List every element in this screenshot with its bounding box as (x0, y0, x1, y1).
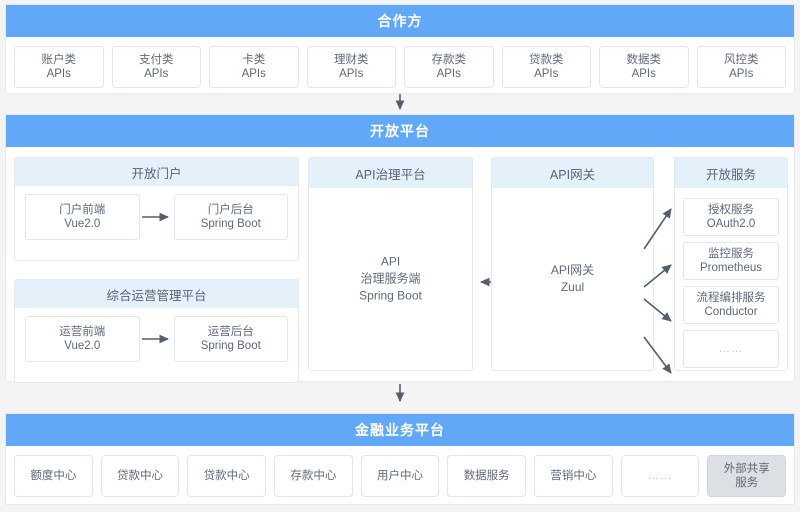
arrow-platform-to-business (395, 384, 405, 402)
business-center-chip[interactable]: 存款中心 (274, 455, 353, 497)
partner-api-category: 账户类 (41, 54, 77, 66)
open-service-item[interactable]: 流程编排服务 Conductor (683, 286, 779, 324)
business-center-chip[interactable]: 用户中心 (360, 455, 440, 497)
api-gateway-line-2: Zuul (560, 280, 585, 294)
business-center-label: 额度中心 (30, 470, 77, 482)
portal-frontend-label: 门户前端 (59, 203, 106, 216)
business-center-label: 贷款中心 (203, 470, 250, 482)
partner-api-suffix: APIs (241, 68, 266, 80)
partner-api-chip[interactable]: 数据类 APIs (599, 46, 689, 88)
open-service-name: 流程编排服务 (696, 292, 766, 304)
portal-backend-label: 门户后台 (207, 203, 254, 216)
ops-frontend-node[interactable]: 运营前端 Vue2.0 (25, 316, 140, 362)
open-services-title: 开放服务 (675, 158, 787, 188)
ops-arrow (140, 316, 174, 362)
business-center-label: 用户中心 (377, 470, 424, 482)
partner-api-chip[interactable]: 支付类 APIs (111, 46, 201, 88)
api-governance-column: API治理平台 API 治理服务端 Spring Boot (308, 157, 473, 371)
business-center-chip[interactable]: …… (620, 455, 700, 497)
api-gateway-column: API网关 API网关 Zuul (491, 157, 654, 371)
portal-frontend-tech: Vue2.0 (64, 218, 101, 230)
api-governance-body: API 治理服务端 Spring Boot (309, 254, 472, 305)
partner-api-category: 支付类 (139, 54, 174, 66)
business-center-label: 数据服务 (463, 470, 510, 482)
partner-api-suffix: APIs (436, 68, 461, 80)
ops-backend-node[interactable]: 运营后台 Spring Boot (173, 316, 288, 362)
partner-api-category: 贷款类 (529, 54, 564, 66)
open-service-item[interactable]: 监控服务 Prometheus (683, 242, 779, 280)
open-service-tech: OAuth2.0 (706, 218, 756, 230)
business-platform-title: 金融业务平台 (6, 414, 794, 446)
ops-platform-group: 综合运营管理平台 运营前端 Vue2.0 运营后台 (14, 279, 299, 383)
ops-frontend-label: 运营前端 (59, 325, 106, 338)
business-center-label: 贷款中心 (117, 470, 163, 482)
partner-api-chip[interactable]: 理财类 APIs (306, 46, 396, 88)
partner-api-category: 理财类 (334, 54, 369, 66)
business-center-chip[interactable]: 贷款中心 (100, 455, 180, 497)
portal-arrow (140, 194, 174, 240)
business-center-label: 存款中心 (290, 470, 337, 482)
open-service-name: 授权服务 (708, 204, 754, 216)
portal-backend-node[interactable]: 门户后台 Spring Boot (173, 194, 288, 240)
partner-api-suffix: APIs (631, 68, 656, 80)
api-gateway-body: API网关 Zuul (492, 262, 653, 296)
open-service-item[interactable]: 授权服务 OAuth2.0 (683, 198, 779, 236)
open-portal-title: 开放门户 (15, 158, 298, 186)
open-platform-panel: 开放平台 开放门户 门户前端 Vue2.0 (5, 114, 795, 383)
portal-frontend-node[interactable]: 门户前端 Vue2.0 (25, 194, 140, 240)
portal-ops-column: 开放门户 门户前端 Vue2.0 门户后台 (14, 157, 299, 383)
open-service-tech: Prometheus (699, 262, 762, 274)
open-service-name: …… (718, 343, 744, 355)
business-center-chip[interactable]: 数据服务 (447, 455, 527, 497)
business-center-chip[interactable]: 额度中心 (14, 455, 93, 497)
business-center-label: …… (647, 470, 673, 482)
portal-backend-tech: Spring Boot (200, 218, 261, 230)
business-center-label: 营销中心 (550, 470, 597, 482)
partner-api-chip[interactable]: 账户类 APIs (14, 46, 104, 88)
partner-api-suffix: APIs (46, 68, 71, 80)
ops-backend-label: 运营后台 (207, 325, 254, 338)
api-gateway-title: API网关 (492, 158, 653, 188)
partner-api-list: 账户类 APIs 支付类 APIs 卡类 APIs 理财类 APIs 存款类 APIs 贷款类 API… (6, 37, 794, 98)
ops-platform-nodes: 运营前端 Vue2.0 运营后台 Spring Boot (15, 308, 298, 370)
open-service-tech: Conductor (704, 306, 758, 318)
open-portal-nodes: 门户前端 Vue2.0 门户后台 Spring Boot (15, 186, 298, 248)
open-portal-group: 开放门户 门户前端 Vue2.0 门户后台 (14, 157, 299, 261)
api-governance-line-1: API (380, 254, 401, 269)
partner-api-category: 存款类 (431, 54, 467, 66)
partner-api-chip[interactable]: 风控类 APIs (696, 46, 786, 88)
business-center-label-2: 服务 (735, 477, 759, 489)
partner-api-chip[interactable]: 贷款类 APIs (501, 46, 591, 88)
ops-platform-title: 综合运营管理平台 (15, 280, 298, 308)
partner-api-suffix: APIs (534, 68, 559, 80)
ops-frontend-tech: Vue2.0 (64, 340, 101, 352)
open-platform-title: 开放平台 (6, 115, 794, 147)
partner-api-suffix: APIs (144, 68, 169, 80)
partner-api-chip[interactable]: 卡类 APIs (209, 46, 299, 88)
open-service-item[interactable]: …… (683, 330, 779, 368)
partner-api-suffix: APIs (339, 68, 364, 80)
api-governance-title: API治理平台 (309, 158, 472, 188)
business-center-label: 外部共享 (723, 463, 770, 475)
business-center-list: 额度中心 贷款中心 贷款中心 存款中心 用户中心 数据服务 营销中心 …… 外部共享服务 (6, 446, 794, 507)
business-center-chip[interactable]: 营销中心 (534, 455, 613, 497)
api-gateway-line-1: API网关 (550, 263, 595, 277)
business-center-chip[interactable]: 贷款中心 (187, 455, 267, 497)
open-services-column: 开放服务 授权服务 OAuth2.0 监控服务 Prometheus 流程编排服务 Con… (674, 157, 788, 371)
partner-api-category: 风控类 (724, 54, 759, 66)
partner-api-suffix: APIs (729, 68, 754, 80)
business-platform-panel: 金融业务平台 额度中心 贷款中心 贷款中心 存款中心 用户中心 数据服务 营销中心 …… 外部共… (5, 413, 795, 505)
open-service-name: 监控服务 (708, 248, 754, 260)
partner-title: 合作方 (6, 5, 794, 37)
api-governance-line-3: Spring Boot (359, 288, 422, 303)
partner-api-category: 数据类 (626, 54, 662, 66)
partner-api-category: 卡类 (242, 54, 266, 66)
open-services-list: 授权服务 OAuth2.0 监控服务 Prometheus 流程编排服务 Conducto… (675, 188, 787, 370)
ops-backend-tech: Spring Boot (200, 340, 261, 352)
business-center-chip[interactable]: 外部共享服务 (707, 455, 787, 497)
partner-api-chip[interactable]: 存款类 APIs (404, 46, 494, 88)
api-governance-line-2: 治理服务端 (360, 271, 421, 286)
